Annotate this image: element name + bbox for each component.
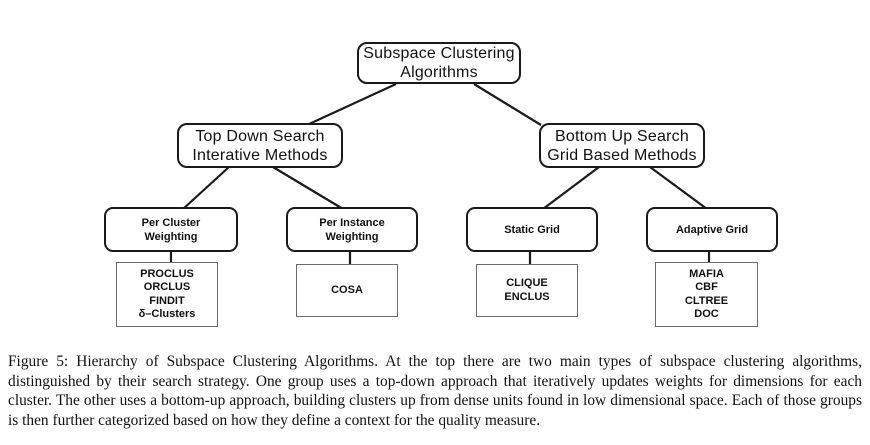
node-static-grid: Static Grid: [466, 207, 598, 252]
node-label: Adaptive Grid: [675, 223, 749, 236]
leaf-adaptive-grid-algorithms: MAFIA CBF CLTREE DOC: [655, 262, 758, 327]
edge-topdown-percluster: [182, 166, 230, 210]
hierarchy-diagram: Subspace Clustering Algorithms Top Down …: [104, 42, 778, 327]
node-label: Static Grid: [504, 223, 560, 236]
connector-lines: [169, 83, 711, 266]
edge-bottomup-adaptivegrid: [649, 166, 708, 210]
node-adaptive-grid: Adaptive Grid: [646, 207, 778, 252]
algorithm-list: CLIQUE ENCLUS: [504, 277, 550, 303]
algorithm-list: COSA: [331, 283, 363, 296]
leaf-per-instance-algorithms: COSA: [296, 264, 398, 317]
node-label: Subspace Clustering Algorithms: [363, 45, 515, 81]
node-label: Bottom Up Search Grid Based Methods: [547, 127, 697, 164]
leaf-per-cluster-algorithms: PROCLUS ORCLUS FINDIT δ–Clusters: [116, 262, 218, 327]
algorithm-list: PROCLUS ORCLUS FINDIT δ–Clusters: [138, 267, 196, 321]
figure-caption: Figure 5: Hierarchy of Subspace Clusteri…: [8, 353, 862, 429]
edge-root-bottomup: [473, 83, 542, 126]
node-label: Per Cluster Weighting: [141, 216, 201, 243]
edge-root-topdown: [306, 83, 397, 126]
node-bottom-up-search: Bottom Up Search Grid Based Methods: [539, 123, 705, 168]
node-subspace-clustering-algorithms: Subspace Clustering Algorithms: [357, 42, 521, 84]
edge-bottomup-staticgrid: [542, 166, 600, 210]
leaf-static-grid-algorithms: CLIQUE ENCLUS: [476, 264, 578, 317]
node-per-cluster-weighting: Per Cluster Weighting: [104, 207, 238, 252]
node-label: Top Down Search Interative Methods: [192, 127, 328, 164]
edge-topdown-perinstance: [272, 166, 344, 210]
node-label: Per Instance Weighting: [319, 216, 385, 243]
algorithm-list: MAFIA CBF CLTREE DOC: [684, 267, 729, 321]
node-per-instance-weighting: Per Instance Weighting: [286, 207, 418, 252]
node-top-down-search: Top Down Search Interative Methods: [177, 123, 343, 168]
